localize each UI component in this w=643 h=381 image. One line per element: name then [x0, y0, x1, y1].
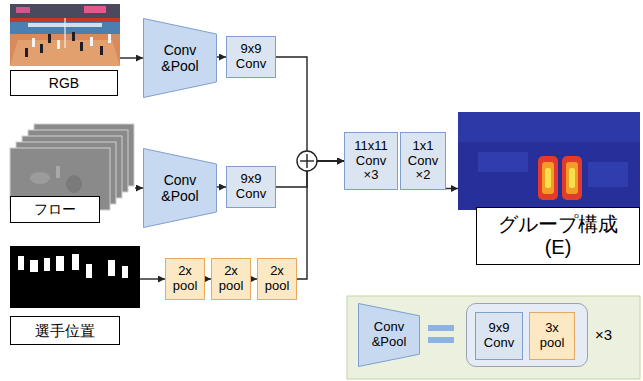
- input-label: グループ構成 (E): [476, 207, 640, 265]
- block-label: Conv &Pool: [152, 42, 208, 74]
- block-label: 1x1 Conv ×2: [404, 139, 442, 184]
- pool-box: 2x pool: [257, 258, 297, 300]
- connector: [446, 188, 458, 189]
- input-label: フロー: [10, 196, 100, 223]
- block-label: 11x11 Conv ×3: [348, 139, 394, 184]
- repeat-count: ×3: [595, 326, 612, 343]
- rgb-illustration: [10, 4, 120, 66]
- players-illustration: [10, 246, 140, 308]
- legend-panel: [347, 296, 640, 379]
- block-label: 2x pool: [261, 264, 293, 294]
- block-label: 9x9 Conv: [230, 42, 272, 72]
- block-label: 9x9 Conv: [230, 172, 272, 202]
- out-illustration: [458, 112, 640, 210]
- flow-illustration: [10, 110, 135, 210]
- conv-box: 9x9 Conv: [475, 312, 523, 360]
- repeat-group: ×39x9 Conv3x pool: [466, 303, 588, 367]
- connector: [276, 57, 344, 161]
- sum-junction: [297, 151, 317, 171]
- block-label: 2x pool: [169, 264, 201, 294]
- connector: [135, 187, 143, 188]
- connector: [120, 57, 143, 58]
- block-label: 9x9 Conv: [479, 321, 519, 351]
- conv-box: 9x9 Conv: [226, 166, 276, 208]
- pool-box: 2x pool: [165, 258, 205, 300]
- rgb-input: RGB: [10, 4, 120, 96]
- block-label: 3x pool: [533, 321, 571, 351]
- pool-box: 2x pool: [211, 258, 251, 300]
- player-position-input: 選手位置: [10, 246, 140, 346]
- block-label: Conv &Pool: [152, 172, 208, 204]
- conv-pool-block: Conv &Pool: [143, 148, 217, 228]
- block-label: Conv &Pool: [365, 320, 413, 350]
- block-label: 2x pool: [215, 264, 247, 294]
- pool-box: 3x pool: [529, 312, 575, 360]
- conv-box: 1x1 Conv ×2: [400, 132, 446, 190]
- connector: [217, 56, 226, 57]
- conv-box: 9x9 Conv: [226, 36, 276, 78]
- connector: [140, 278, 165, 279]
- conv-box: 11x11 Conv ×3: [344, 132, 398, 190]
- equals-symbol: [428, 325, 454, 343]
- input-label: 選手位置: [10, 316, 120, 345]
- connector: [217, 186, 226, 187]
- group-output: グループ構成 (E): [458, 112, 640, 265]
- legend-conv-pool: Conv &Pool: [358, 303, 420, 367]
- conv-pool-block: Conv &Pool: [143, 18, 217, 98]
- connector: [297, 161, 344, 279]
- flow-input: フロー: [10, 110, 135, 225]
- input-label: RGB: [10, 70, 118, 96]
